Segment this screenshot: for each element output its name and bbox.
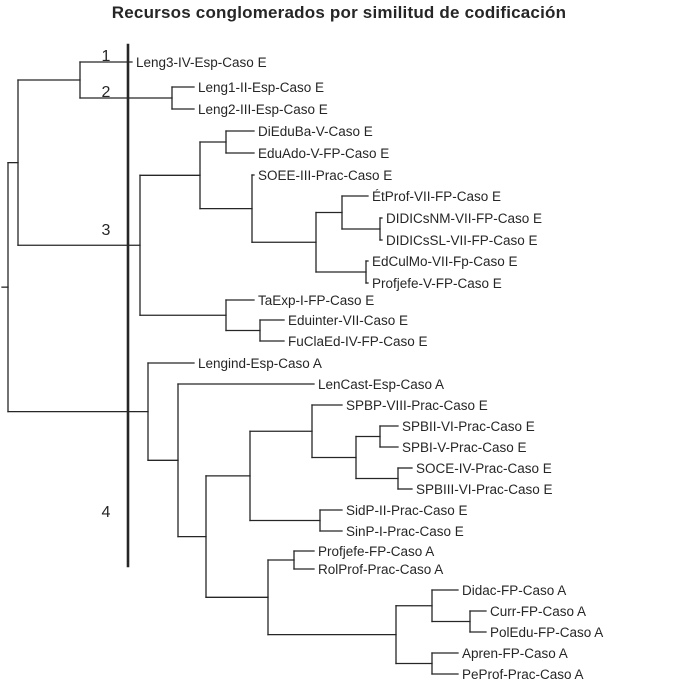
leaf-label: SOCE-IV-Prac-Caso E <box>416 461 552 476</box>
leaf-label: Didac-FP-Caso A <box>462 583 566 598</box>
leaf-label: SPBII-VI-Prac-Caso E <box>402 419 535 434</box>
cluster-number-label: 2 <box>102 84 111 101</box>
leaf-label: Profjefe-V-FP-Caso E <box>372 276 502 291</box>
leaf-label: SPBP-VIII-Prac-Caso E <box>346 398 488 413</box>
leaf-label: EdCulMo-VII-Fp-Caso E <box>372 254 518 269</box>
leaf-label: LenCast-Esp-Caso A <box>318 377 444 392</box>
leaf-label: Apren-FP-Caso A <box>462 646 568 661</box>
leaf-label: TaExp-I-FP-Caso E <box>258 293 374 308</box>
leaf-label: Profjefe-FP-Caso A <box>318 544 434 559</box>
leaf-label: RolProf-Prac-Caso A <box>318 562 443 577</box>
leaf-label: SinP-I-Prac-Caso E <box>346 524 464 539</box>
leaf-label: SidP-II-Prac-Caso E <box>346 503 468 518</box>
leaf-label: DIDICsSL-VII-FP-Caso E <box>386 233 538 248</box>
leaf-label: SOEE-III-Prac-Caso E <box>258 168 392 183</box>
cluster-number-label: 1 <box>102 48 111 65</box>
leaf-label: Leng2-III-Esp-Caso E <box>198 102 328 117</box>
leaf-label: Leng3-IV-Esp-Caso E <box>136 55 267 70</box>
leaf-label: PeProf-Prac-Caso A <box>462 667 584 682</box>
leaf-label: FuClaEd-IV-FP-Caso E <box>288 334 428 349</box>
leaf-label: Eduinter-VII-Caso E <box>288 313 408 328</box>
leaf-label: EduAdo-V-FP-Caso E <box>258 146 389 161</box>
leaf-label: DiEduBa-V-Caso E <box>258 124 373 139</box>
leaf-label: Lengind-Esp-Caso A <box>198 356 322 371</box>
leaf-label: DIDICsNM-VII-FP-Caso E <box>386 211 542 226</box>
leaf-label: Curr-FP-Caso A <box>490 604 586 619</box>
leaf-label: SPBI-V-Prac-Caso E <box>402 440 527 455</box>
leaf-label: Leng1-II-Esp-Caso E <box>198 80 324 95</box>
leaf-label: ÉtProf-VII-FP-Caso E <box>372 189 501 204</box>
cluster-number-label: 4 <box>102 504 111 521</box>
leaf-label: PolEdu-FP-Caso A <box>490 625 603 640</box>
cluster-number-label: 3 <box>102 222 111 239</box>
chart-title: Recursos conglomerados por similitud de … <box>111 3 567 22</box>
leaf-label: SPBIII-VI-Prac-Caso E <box>416 482 553 497</box>
